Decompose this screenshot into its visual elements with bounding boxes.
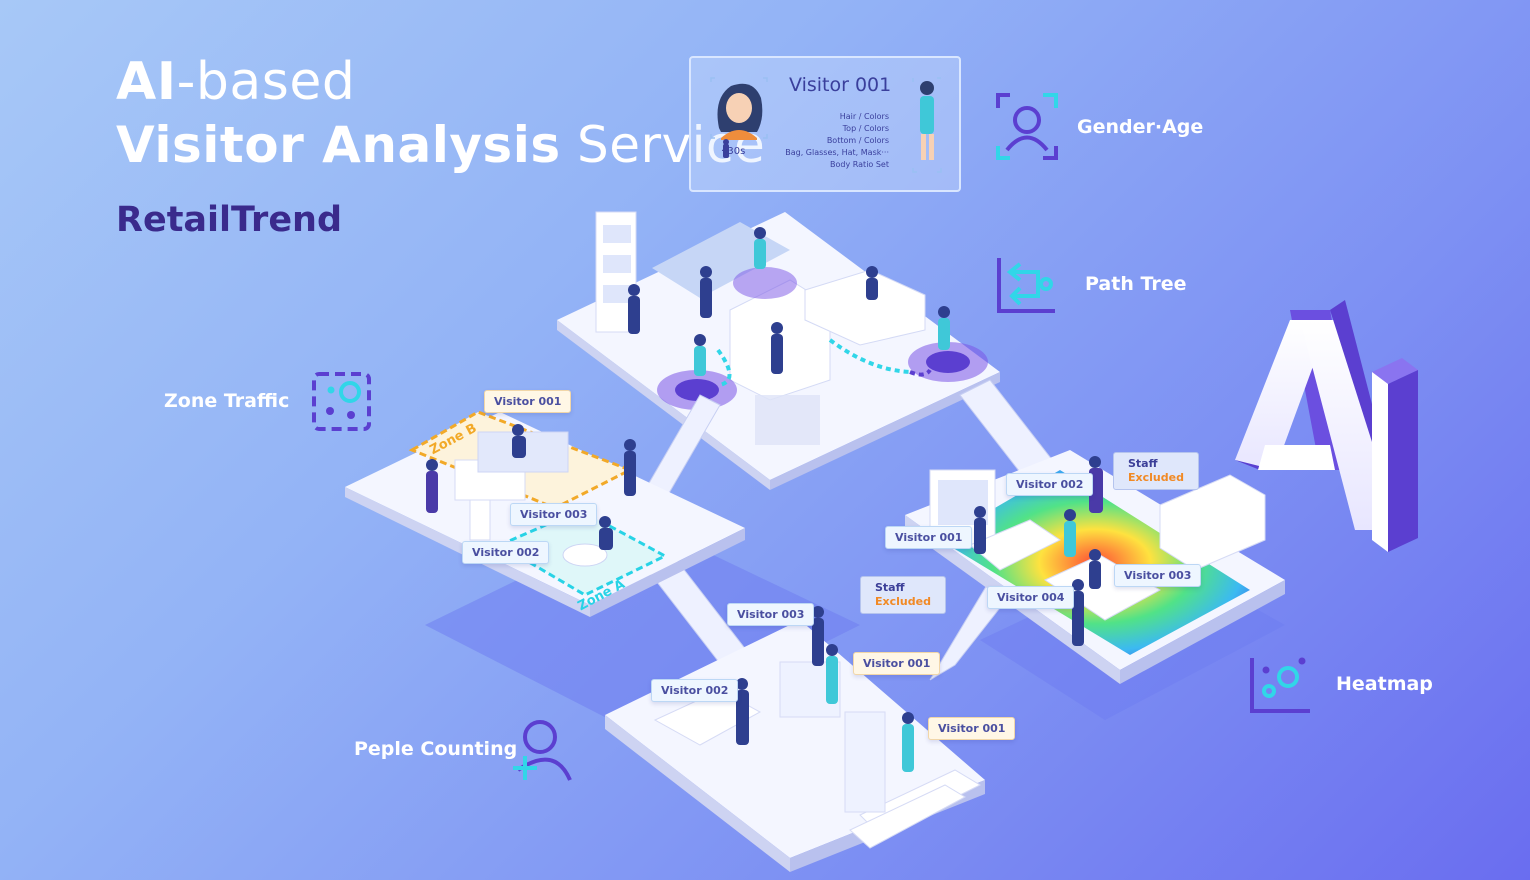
brand-name: RetailTrend [116,200,343,240]
people-counting-icon [513,720,572,781]
staff-text: Staff [875,581,905,594]
visitor-age-value: 30s [727,146,746,157]
visitor-label: Visitor 002 [462,541,550,564]
staff-excluded-badge: Staff Excluded [860,576,946,614]
excluded-text: Excluded [875,595,931,608]
feature-gender-age: Gender·Age [1077,116,1204,138]
visitor-portrait-icon [710,77,942,173]
attr-hair: Hair / Colors [839,112,889,121]
feature-people-counting: Peple Counting [354,738,518,760]
staff-text: Staff [1128,457,1158,470]
excluded-text: Excluded [1128,471,1184,484]
heatmap-icon [1250,657,1310,713]
gender-age-icon [996,93,1058,160]
attr-accessories: Bag, Glasses, Hat, Mask··· [785,148,889,157]
visitor-age: · 30s [721,146,746,157]
headline-line-1: AI-based [116,52,355,112]
top-floor [557,211,1000,490]
zone-traffic-icon [312,372,371,431]
visitor-label: Visitor 001 [853,652,941,675]
feature-heatmap: Heatmap [1336,673,1433,695]
headline-visitor-analysis: Visitor Analysis [116,116,561,174]
feature-zone-traffic: Zone Traffic [164,390,290,412]
headline-based: -based [176,52,356,112]
visitor-label: Visitor 001 [885,526,973,549]
attr-body-ratio: Body Ratio Set [830,160,889,169]
ai-3d-logo [1235,300,1418,552]
visitor-label: Visitor 003 [510,503,598,526]
visitor-card-title: Visitor 001 [789,74,892,96]
feature-path-tree: Path Tree [1085,273,1187,295]
headline-line-2: Visitor Analysis Service [116,116,765,174]
visitor-label: Visitor 002 [1006,473,1094,496]
visitor-label: Visitor 001 [928,717,1016,740]
attr-top: Top / Colors [842,124,889,133]
visitor-label: Visitor 001 [484,390,572,413]
visitor-label: Visitor 004 [987,586,1075,609]
attr-bottom: Bottom / Colors [826,136,889,145]
visitor-label: Visitor 003 [1114,564,1202,587]
path-tree-icon [997,258,1055,313]
visitor-label: Visitor 002 [651,679,739,702]
visitor-label: Visitor 003 [727,603,815,626]
headline-ai: AI [116,52,177,112]
visitor-profile-card: Visitor 001 Hair / Colors Top / Colors B… [689,56,961,192]
staff-excluded-badge: Staff Excluded [1113,452,1199,490]
